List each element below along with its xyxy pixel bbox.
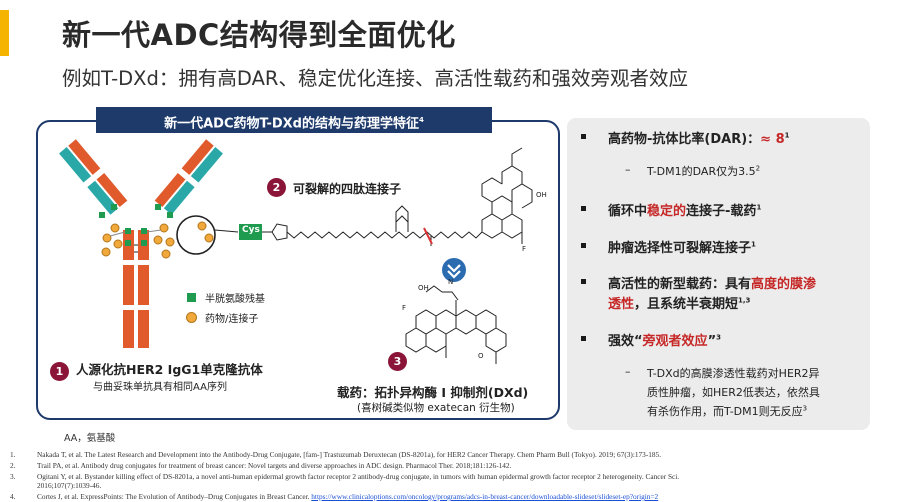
dxd-payload-structure [405,285,507,364]
drug-legend-label: 药物/连接子 [205,314,259,325]
oh-label-bottom: OH [418,284,429,292]
cys-tag-label: Cys [242,225,260,235]
slide-subtitle: 例如T-DXd：拥有高DAR、稳定优化连接、高活性载药和强效旁观者效应 [62,67,688,90]
label-1-title: 人源化抗HER2 IgG1单克隆抗体 [76,362,263,377]
f-label-top: F [522,245,527,253]
label-2-badge: 2 [267,178,286,197]
antibody-icon [59,139,223,348]
label-3-subtitle: (喜树碱类似物 exatecan 衍生物) [357,402,515,414]
title-accent-bar [0,10,9,56]
label-3-title: 载药：拓扑异构酶 I 抑制剂(DXd) [337,385,529,400]
label-1-subtitle: 与曲妥珠单抗具有相同AA序列 [93,382,227,393]
label-1-badge: 1 [50,362,69,381]
o-label: O [478,352,484,360]
key-features-panel: 高药物-抗体比率(DAR)：≈ 81 – T-DM1的DAR仅为3.52 循环中… [567,118,870,430]
adc-structure-illustration [59,139,533,364]
f-label-bottom: F [402,304,407,312]
drug-legend-swatch [186,312,197,323]
oh-label-top: OH [536,191,547,199]
zoom-circle [176,215,216,255]
n-label: N [448,278,454,286]
abbreviation-note: AA，氨基酸 [64,433,116,444]
figure-header: 新一代ADC药物T-DXd的结构与药理学特征4 [96,107,492,133]
slide-title: 新一代ADC结构得到全面优化 [62,18,456,52]
cys-legend-label: 半胱氨酸残基 [205,294,265,305]
reference-4-link[interactable]: https://www.clinicaloptions.com/oncology… [311,492,659,501]
cys-legend-swatch [187,293,196,302]
linker-chain-structure [262,147,533,246]
label-3-badge: 3 [388,352,407,371]
label-2-text: 可裂解的四肽连接子 [293,182,402,196]
